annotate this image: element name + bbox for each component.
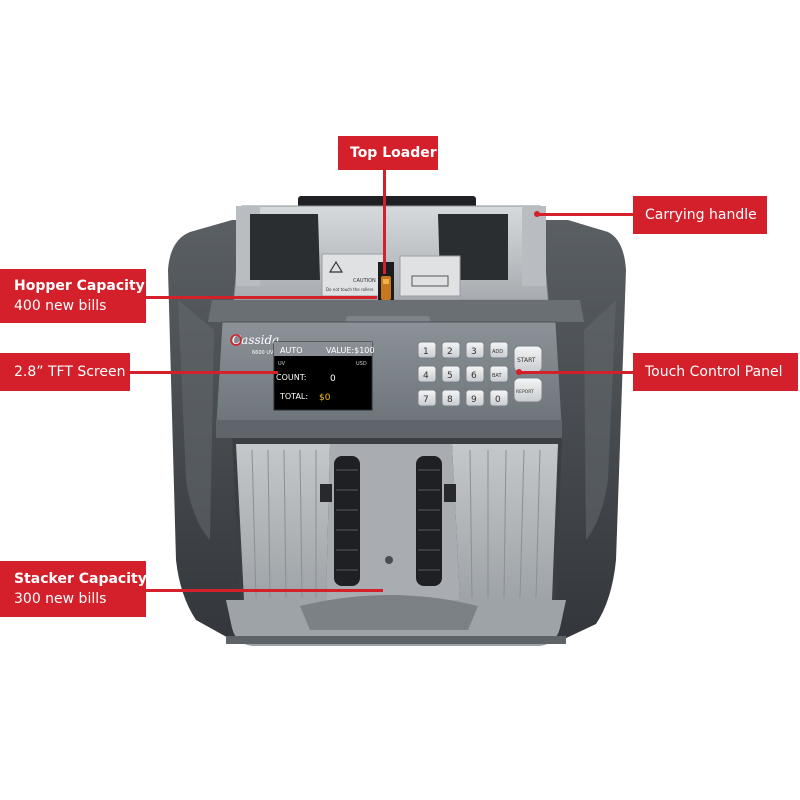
hopper-connector xyxy=(145,296,377,299)
callout-top-loader: Top Loader xyxy=(338,136,438,170)
svg-text:ADD: ADD xyxy=(492,349,503,355)
stacker-capacity-value: 300 new bills xyxy=(14,591,107,607)
svg-text:3: 3 xyxy=(471,347,477,357)
svg-text:CAUTION: CAUTION xyxy=(353,278,376,284)
svg-text:$0: $0 xyxy=(319,393,331,403)
svg-text:UV: UV xyxy=(278,361,286,367)
hopper-guide-left xyxy=(250,214,320,280)
tft-screen-label: 2.8” TFT Screen xyxy=(14,364,126,380)
brand-logo: Cassida xyxy=(232,333,279,347)
stacker-capacity-title: Stacker Capacity: xyxy=(14,571,153,587)
svg-text:2: 2 xyxy=(447,347,453,357)
svg-text:REPORT: REPORT xyxy=(516,389,534,395)
svg-text:4: 4 xyxy=(423,371,429,381)
hopper-capacity-title: Hopper Capacity: xyxy=(14,278,151,294)
model-label: 6600 UV xyxy=(252,350,274,356)
callout-carrying-handle: Carrying handle xyxy=(633,196,767,234)
svg-text:1: 1 xyxy=(423,347,429,357)
tft-connector xyxy=(130,371,278,374)
svg-text:0: 0 xyxy=(330,374,336,384)
svg-text:START: START xyxy=(517,357,536,364)
svg-text:6: 6 xyxy=(471,371,477,381)
carrying-handle-dot xyxy=(534,211,540,217)
svg-text:9: 9 xyxy=(471,395,477,405)
hopper-capacity-value: 400 new bills xyxy=(14,298,107,314)
stacker-wheel-right xyxy=(416,456,442,586)
callout-stacker-capacity: Stacker Capacity: 300 new bills xyxy=(0,561,153,617)
carrying-handle-label: Carrying handle xyxy=(645,207,757,223)
svg-text:BAT: BAT xyxy=(492,373,502,379)
svg-text:USD: USD xyxy=(356,361,367,367)
callout-hopper-capacity: Hopper Capacity: 400 new bills xyxy=(0,269,151,323)
svg-text:8: 8 xyxy=(447,395,453,405)
touch-control-panel-label: Touch Control Panel xyxy=(645,364,783,380)
top-loader-connector xyxy=(383,170,386,274)
svg-text:VALUE:$100: VALUE:$100 xyxy=(326,346,374,355)
svg-text:0: 0 xyxy=(495,395,501,405)
touch-panel-connector xyxy=(520,371,634,374)
caution-label xyxy=(321,253,385,297)
top-loader-label: Top Loader xyxy=(350,145,437,161)
svg-text:AUTO: AUTO xyxy=(280,346,303,355)
stacker-wheel-left xyxy=(334,456,360,586)
svg-text:Do not touch the rollers: Do not touch the rollers xyxy=(326,287,373,292)
svg-text:TOTAL:: TOTAL: xyxy=(279,392,308,401)
callout-tft-screen: 2.8” TFT Screen xyxy=(0,353,130,391)
callout-touch-control-panel: Touch Control Panel xyxy=(633,353,798,391)
svg-text:COUNT:: COUNT: xyxy=(276,373,306,382)
svg-text:7: 7 xyxy=(423,395,429,405)
svg-text:5: 5 xyxy=(447,371,453,381)
touch-panel-dot xyxy=(516,369,522,375)
stacker-connector xyxy=(145,589,383,592)
carrying-handle-connector xyxy=(538,213,634,216)
